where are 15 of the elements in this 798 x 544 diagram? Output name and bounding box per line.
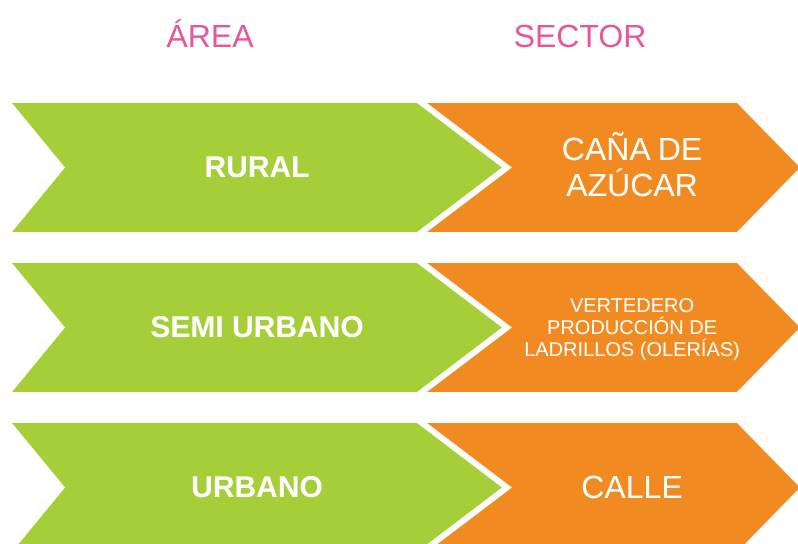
chevron-label: RURAL — [204, 151, 310, 184]
column-heading: SECTOR — [512, 18, 648, 55]
chevron-banner — [12, 103, 502, 232]
chevron-banner — [12, 263, 502, 392]
column-heading: ÁREA — [165, 18, 255, 55]
chevron-label: URBANO — [191, 471, 323, 504]
chevron-label: CAÑA DE AZÚCAR — [560, 132, 704, 203]
chevron-banner — [427, 263, 798, 392]
chevron-label: CALLE — [581, 470, 683, 506]
chevron-banner — [427, 103, 798, 232]
chevron-label: PRODUCCIÓN DE LADRILLOS (OLERÍAS) — [523, 316, 741, 360]
chevron-banner — [12, 423, 502, 544]
chevron-label: SEMI URBANO — [150, 311, 364, 344]
chevron-banner — [427, 423, 798, 544]
chevron-label: VERTEDERO — [570, 294, 694, 316]
